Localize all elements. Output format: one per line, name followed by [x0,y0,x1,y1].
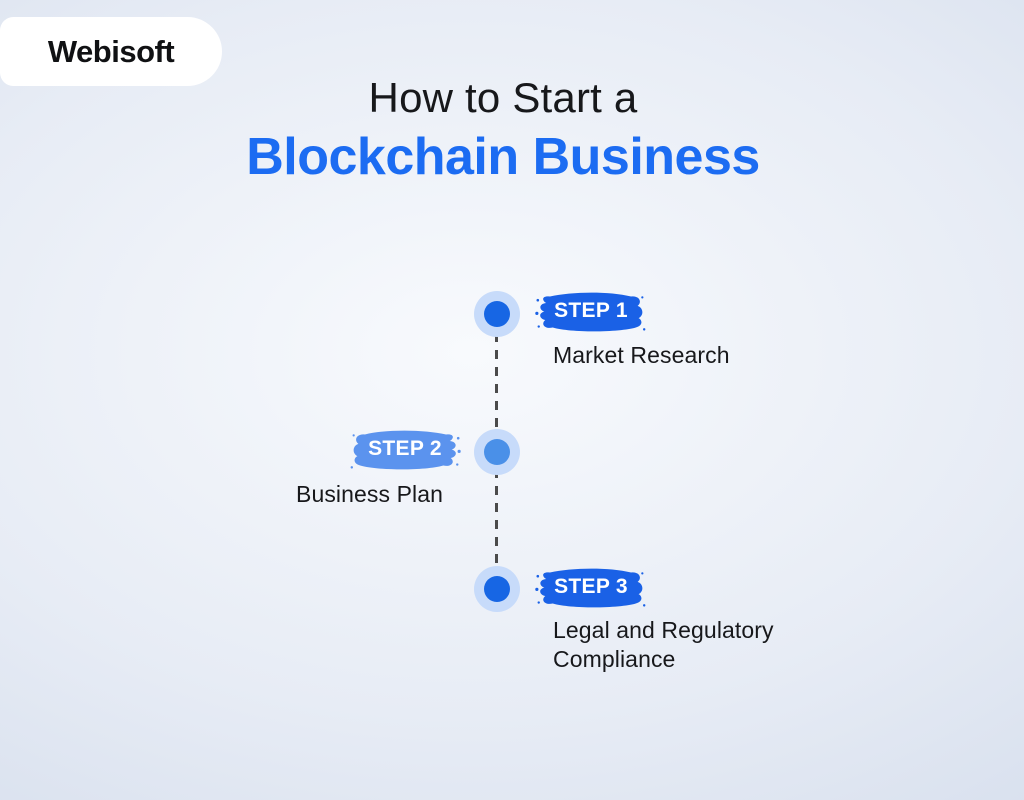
step-1-badge: STEP 1 [535,288,647,335]
step-3-badge-label: STEP 3 [554,574,628,598]
timeline-node-dot-icon [484,576,510,602]
brand-logo: Webisoft [0,17,222,86]
timeline-node-step-1 [474,291,520,337]
step-3-badge: STEP 3 [535,564,647,611]
step-2-label: Business Plan [296,481,444,507]
title-line-2: Blockchain Business [246,128,760,186]
timeline-node-step-3 [474,566,520,612]
step-3-label: Legal and Regulatory Compliance [553,617,774,673]
step-2-badge-label: STEP 2 [368,436,442,460]
timeline-node-dot-icon [484,301,510,327]
page-title: How to Start a Blockchain Business [246,74,760,187]
title-line-1: How to Start a [368,74,638,121]
step-1-label: Market Research [553,342,730,368]
brush-stroke-icon [535,568,646,608]
step-1-badge-label: STEP 1 [554,298,628,322]
step-2-badge: STEP 2 [349,426,461,473]
brush-stroke-icon [535,292,646,332]
brush-stroke-icon [350,430,461,470]
timeline-node-dot-icon [484,439,510,465]
timeline-node-step-2 [474,429,520,475]
brand-logo-text: Webisoft [47,33,175,69]
